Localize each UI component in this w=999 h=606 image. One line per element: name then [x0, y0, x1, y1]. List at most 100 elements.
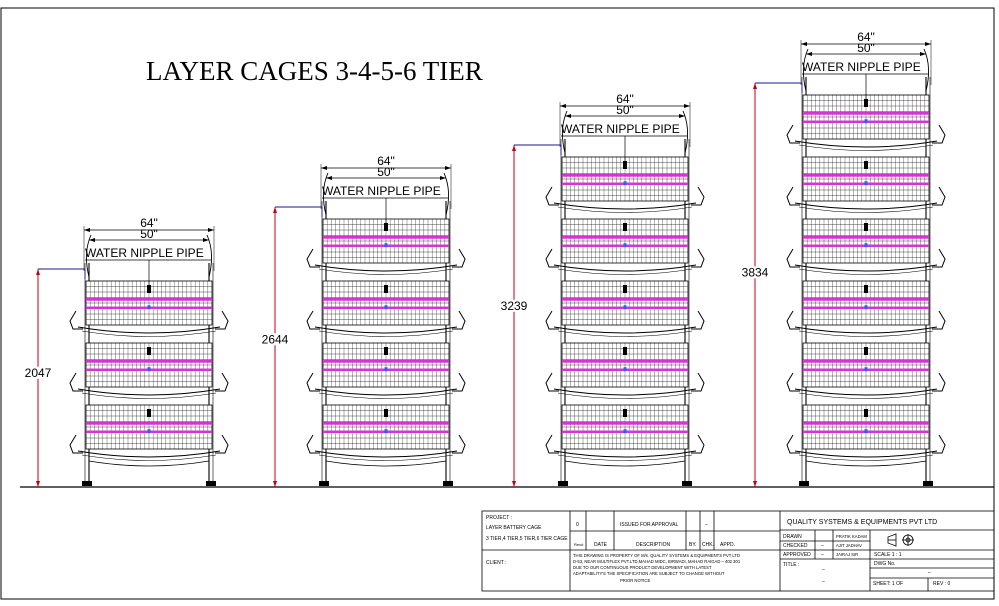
egg-tray	[77, 450, 221, 458]
nipple-pipe	[803, 421, 929, 425]
dim-arrow	[920, 52, 926, 56]
foot-right	[206, 481, 216, 486]
nipple-drinker	[864, 347, 868, 355]
dim-arrow	[679, 114, 685, 118]
dim-inner-label: 50"	[140, 227, 158, 241]
feeder-right	[932, 372, 946, 392]
feeder-left	[786, 372, 800, 392]
cage-tier	[786, 218, 946, 275]
dim-inner-label: 50"	[377, 165, 395, 179]
egg-tray-lip	[557, 330, 693, 337]
nipple-pipe	[323, 359, 449, 363]
feeder-right	[215, 434, 229, 454]
egg-tray-lip	[81, 392, 217, 399]
title-block	[481, 510, 995, 592]
top-arm-right	[206, 234, 212, 278]
feeder-left	[786, 248, 800, 268]
title-dash2: –	[822, 579, 825, 585]
project-line2: 3 TIER,4 TIER,5 TIER,6 TIER CAGE	[486, 536, 568, 542]
nipple-drop	[384, 243, 388, 248]
egg-tray-lip	[318, 392, 454, 399]
nipple-pipe	[803, 173, 929, 177]
cage-tier	[306, 280, 466, 337]
notice-line2: D-53, NEAR MULTIFLEX PVT.LTD,MAHAD MIDC,…	[573, 559, 741, 564]
nipple-pipe	[803, 359, 929, 363]
nipple-drop	[147, 429, 151, 434]
nipple-drinker	[864, 161, 868, 169]
foot-right	[923, 481, 933, 486]
height-label-bg	[21, 366, 55, 379]
egg-tray-lip	[798, 330, 934, 337]
height-label: 2047	[25, 366, 52, 380]
company-name: QUALITY SYSTEMS & EQUIPMENTS PVT LTD	[787, 519, 937, 526]
height-arrow-bottom	[36, 481, 40, 487]
egg-tray	[553, 450, 697, 458]
nipple-pipe	[803, 111, 929, 115]
cage-tier	[306, 342, 466, 399]
feeder-left	[306, 310, 320, 330]
scale: SCALE 1 : 1	[874, 552, 902, 558]
feeder-right	[691, 186, 705, 206]
dim-arrow	[565, 114, 571, 118]
hdr-appd: APPD.	[720, 542, 735, 548]
egg-tray-lip	[557, 392, 693, 399]
dim-arrow	[806, 52, 812, 56]
nipple-drinker	[864, 285, 868, 293]
feeder-right	[932, 248, 946, 268]
pipe-label: WATER NIPPLE PIPE	[322, 184, 441, 198]
bottom-belt	[564, 460, 686, 467]
dim-arrow	[321, 166, 327, 170]
nipple-drop	[623, 305, 627, 310]
sheet-number: SHEET: 1 OF	[873, 581, 903, 587]
rev-number: 0	[576, 522, 579, 528]
dim-outer-label: 64"	[140, 216, 158, 230]
checked-dash: –	[821, 543, 824, 549]
feeder-right	[452, 372, 466, 392]
nipple-pipe	[323, 235, 449, 239]
feeder-left	[786, 124, 800, 144]
approved-label: APPROVED	[783, 552, 811, 558]
notice-line3: DUE TO OUR CONTINUOUS PRODUCT DEVELOPMEN…	[573, 565, 712, 570]
drawing-title: LAYER CAGES 3-4-5-6 TIER	[146, 56, 483, 86]
feeder-right	[691, 434, 705, 454]
hdr-rev: Rev#	[574, 542, 584, 547]
height-label: 3239	[501, 299, 528, 313]
nipple-pipe	[562, 173, 688, 177]
feeder-left	[545, 434, 559, 454]
nipple-drinker	[147, 409, 151, 417]
nipple-drinker	[147, 347, 151, 355]
egg-tray	[794, 140, 938, 148]
feeder-right	[691, 310, 705, 330]
egg-tray	[794, 450, 938, 458]
feeder-right	[932, 434, 946, 454]
feeder-right	[452, 434, 466, 454]
nipple-drop	[864, 119, 868, 124]
nipple-drinker	[864, 409, 868, 417]
top-arm-left	[86, 234, 92, 278]
feeder-right	[452, 310, 466, 330]
cage-tier	[786, 156, 946, 213]
egg-tray-lip	[557, 454, 693, 461]
foot-left	[558, 481, 568, 486]
feeder-right	[691, 372, 705, 392]
feeder-right	[932, 186, 946, 206]
dim-arrow	[801, 42, 807, 46]
cage-tier	[786, 280, 946, 337]
egg-tray	[794, 326, 938, 334]
feeder-left	[545, 310, 559, 330]
checked-label: CHECKED	[783, 543, 808, 549]
dim-arrow	[84, 228, 90, 232]
drawn-label: DRAWN	[783, 534, 802, 540]
egg-tray	[314, 264, 458, 272]
top-arm-right	[923, 48, 929, 92]
nipple-drop	[864, 243, 868, 248]
feeder-left	[69, 372, 83, 392]
nipple-drop	[384, 367, 388, 372]
cage-tier	[786, 342, 946, 399]
dim-outer-label: 64"	[616, 92, 634, 106]
feeder-left	[786, 310, 800, 330]
egg-tray	[314, 326, 458, 334]
